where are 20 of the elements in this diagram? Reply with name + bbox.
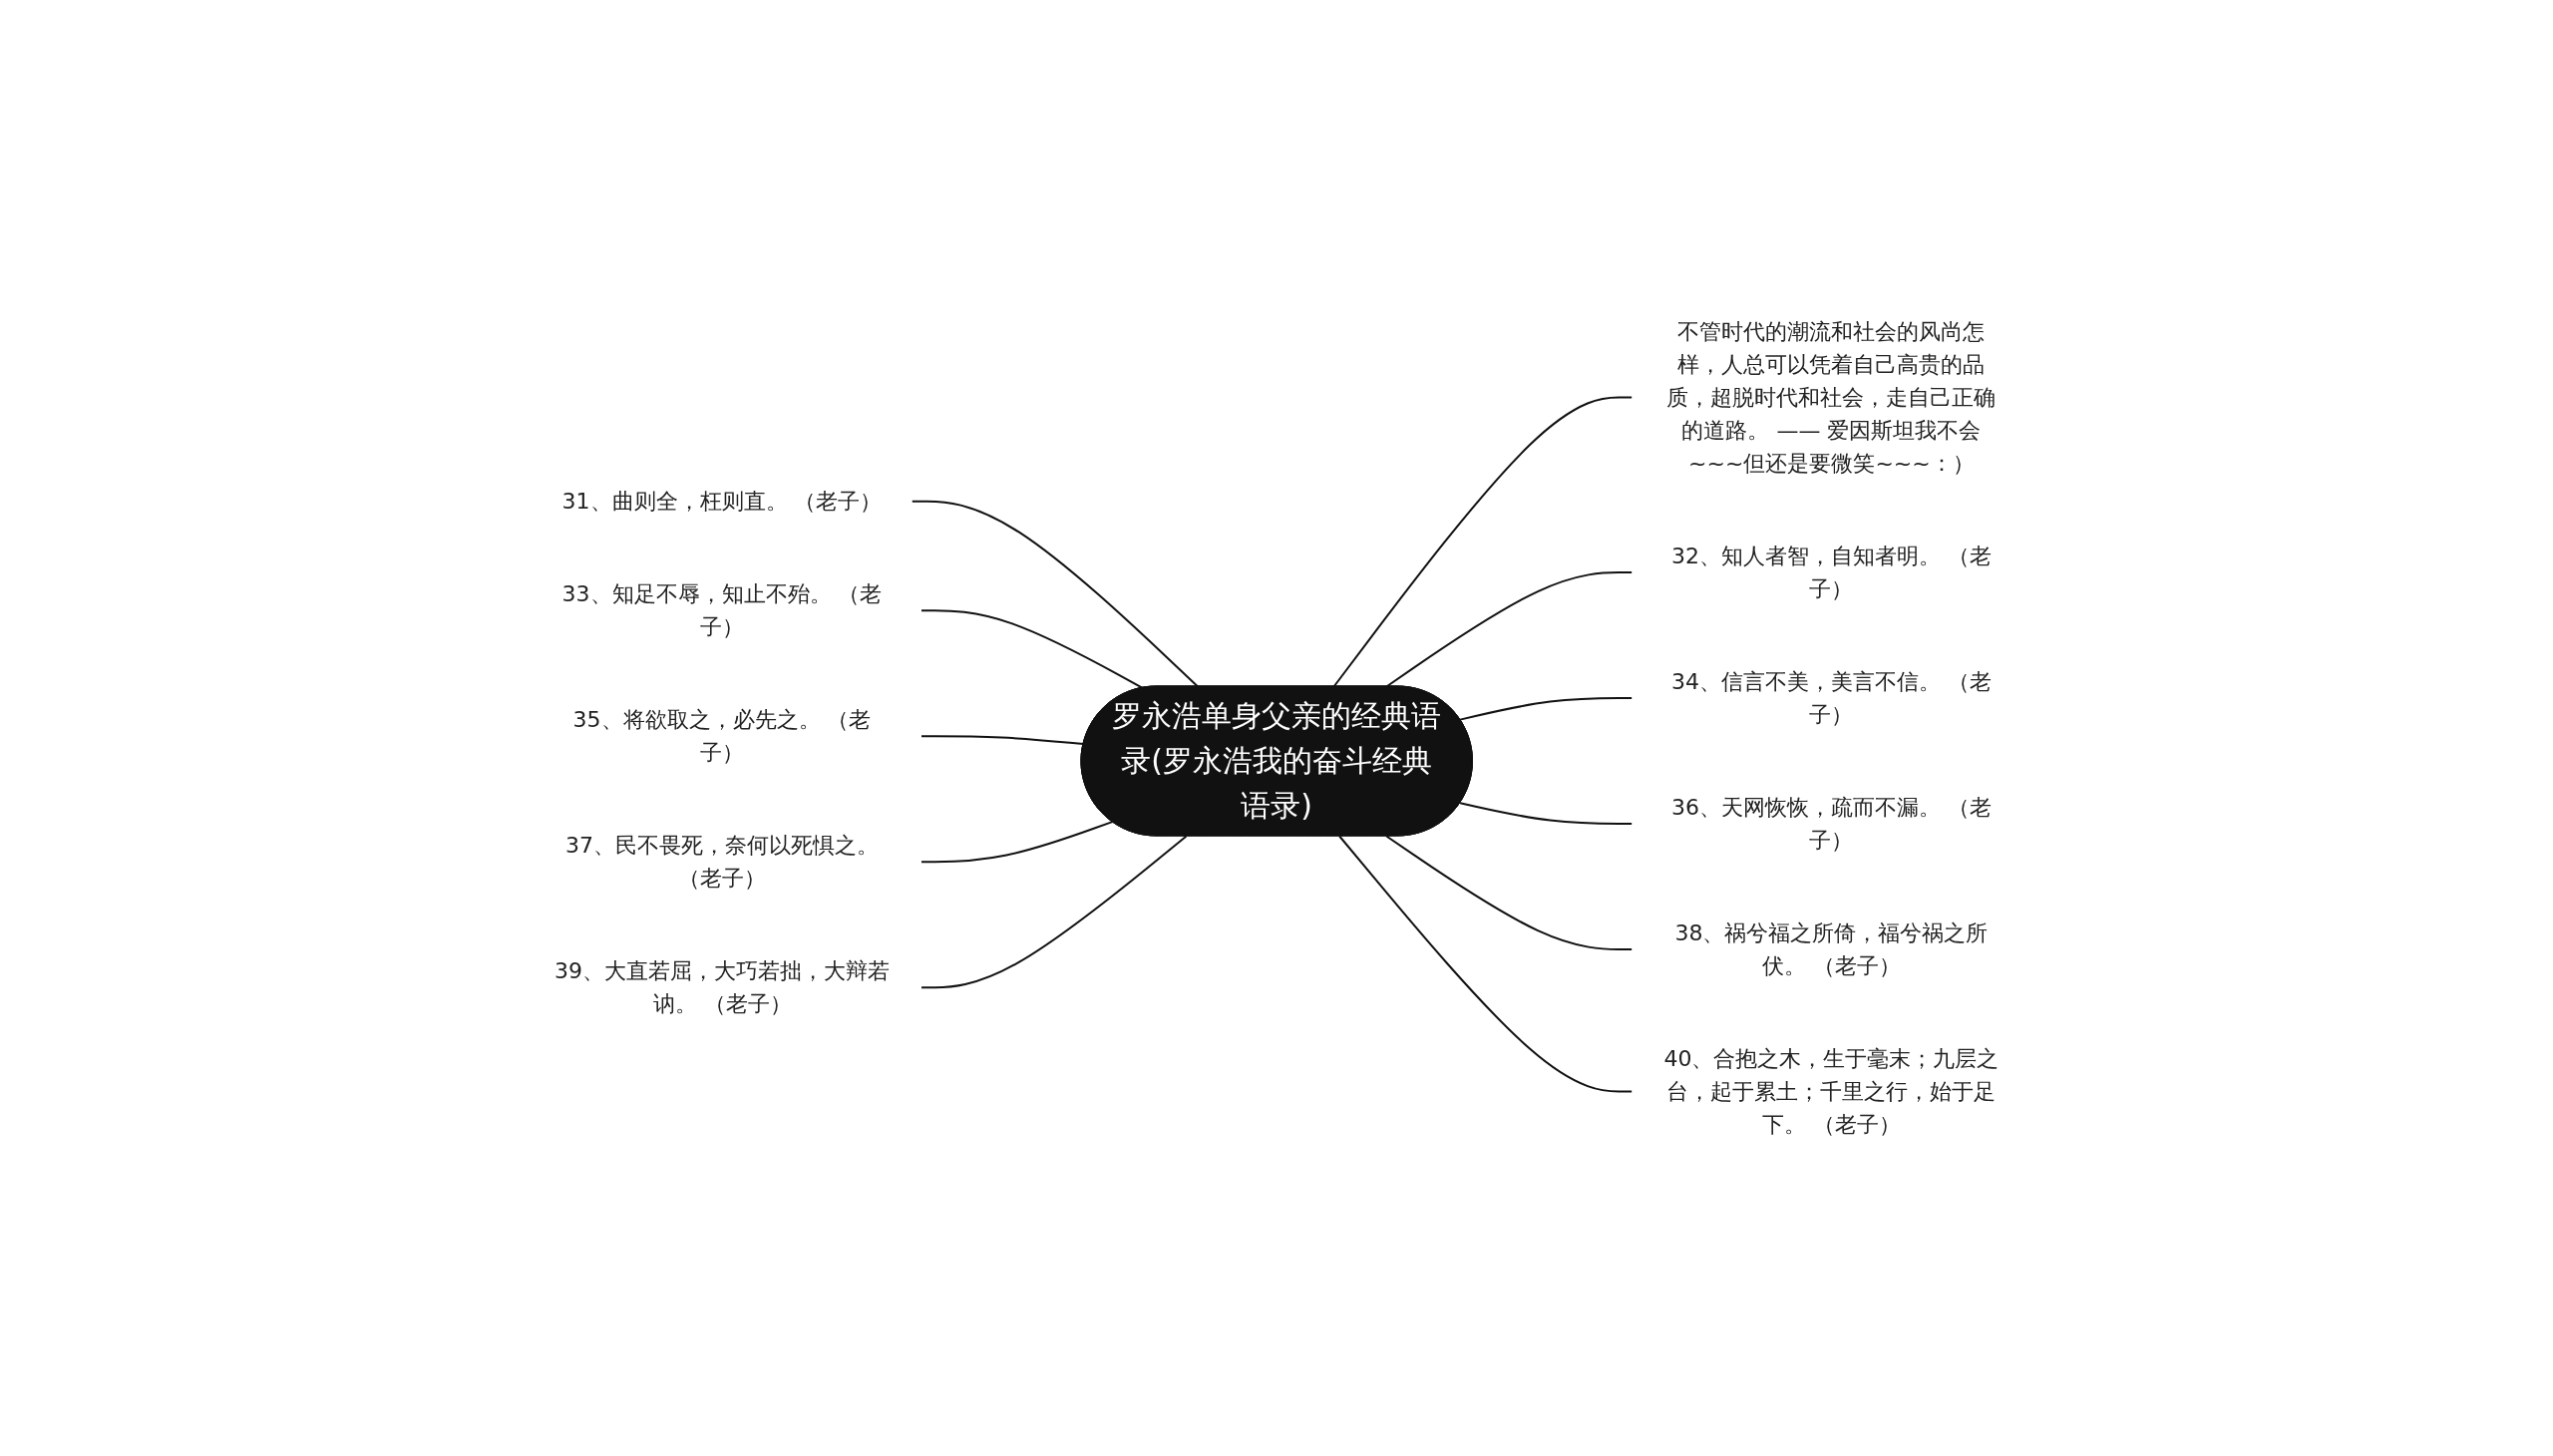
node-text: 33、知足不辱，知止不殆。 （老子）: [561, 581, 883, 640]
connector: [919, 821, 1114, 864]
connector: [919, 609, 1144, 689]
connector: [1338, 835, 1634, 1093]
node-text: 34、信言不美，美言不信。 （老子）: [1670, 668, 1992, 727]
connector: [1385, 835, 1634, 950]
node-text: 不管时代的潮流和社会的风尚怎样，人总可以凭着自己高贵的品质，超脱时代和社会，走自己正确的道路。 —— 爱因斯坦我不会~~~但还是要微笑~~~：）: [1666, 319, 1997, 476]
node-text: 31、曲则全，枉则直。 （老子）: [561, 489, 883, 515]
node-text: 35、将欲取之，必先之。 （老子）: [572, 707, 872, 766]
connector: [919, 835, 1188, 989]
connector: [1458, 802, 1634, 825]
node-text: 38、祸兮福之所倚，福兮祸之所伏。 （老子）: [1674, 919, 1989, 978]
node-text: 40、合抱之木，生于毫末；九层之台，起于累土；千里之行，始于足下。 （老子）: [1663, 1045, 2000, 1137]
connector: [919, 735, 1085, 746]
node-text: 36、天网恢恢，疏而不漏。 （老子）: [1670, 794, 1992, 853]
node-text: 37、民不畏死，奈何以死惧之。（老子）: [564, 833, 879, 892]
connector: [911, 500, 1199, 688]
connector: [1458, 697, 1634, 721]
node-text: 39、大直若屈，大巧若拙，大辩若讷。 （老子）: [553, 958, 890, 1017]
node-text: 32、知人者智，自知者明。 （老子）: [1670, 544, 1992, 601]
